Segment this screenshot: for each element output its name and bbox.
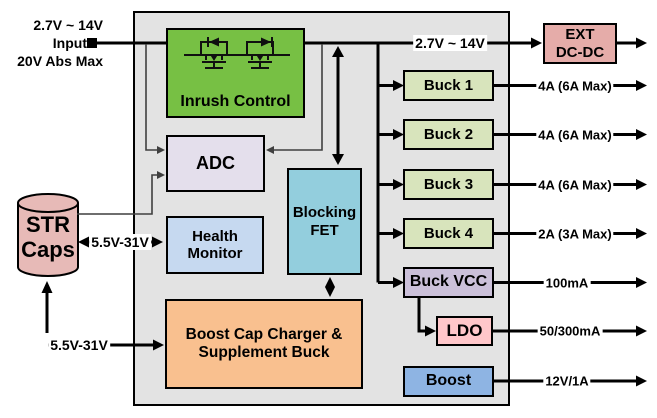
block-adc: ADC	[166, 135, 265, 192]
input-voltage-range: 2.7V ~ 14V	[33, 17, 103, 33]
block-buck-vcc-label: Buck VCC	[409, 273, 488, 291]
output-current-label-boost: 12V/1A	[543, 373, 591, 389]
output-current-label-buckvcc: 100mA	[543, 275, 591, 290]
wire-rail-to-adc-right	[272, 44, 323, 151]
block-inrush-control-label: Inrush Control	[180, 92, 291, 110]
output-current-label-buck1: 4A (6A Max)	[536, 78, 614, 93]
block-buck-3: Buck 3	[403, 169, 494, 200]
block-health-monitor-label: Health Monitor	[187, 227, 243, 262]
block-buck-1-label: Buck 1	[423, 76, 474, 94]
block-boost-label: Boost	[425, 372, 472, 390]
charger-input-voltage-label: 5.5V-31V	[48, 337, 110, 353]
output-current-label-buck2: 4A (6A Max)	[536, 127, 614, 142]
block-ext-dcdc: EXT DC-DC	[543, 23, 617, 64]
block-buck-4-label: Buck 4	[423, 224, 474, 242]
wire-vcc-to-ldo	[417, 298, 426, 333]
mosfet-back-to-back-icon	[184, 37, 290, 69]
block-boost-cap-charger: Boost Cap Charger & Supplement Buck	[165, 299, 363, 389]
wire-strcaps-to-adc	[77, 174, 158, 215]
input-abs-max: 20V Abs Max	[17, 53, 103, 69]
block-buck-4: Buck 4	[403, 218, 494, 249]
block-ldo-label: LDO	[446, 321, 483, 341]
block-buck-3-label: Buck 3	[423, 175, 474, 193]
input-source-label: 2.7V ~ 14V Input 20V Abs Max	[5, 16, 103, 70]
block-ext-dcdc-label: EXT DC-DC	[555, 25, 605, 61]
control-arrowheads	[157, 146, 274, 179]
str-caps-label: STR Caps	[21, 212, 75, 262]
output-current-label-buck3: 4A (6A Max)	[536, 177, 614, 192]
str-health-voltage-label: 5.5V-31V	[89, 234, 151, 250]
rail-voltage-label: 2.7V ~ 14V	[413, 35, 487, 51]
input-name: Input	[52, 35, 87, 51]
power-arrowheads	[41, 37, 647, 387]
block-buck-vcc: Buck VCC	[403, 267, 494, 298]
block-ldo: LDO	[436, 316, 493, 346]
block-buck-2: Buck 2	[403, 119, 494, 150]
output-current-label-ldo: 50/300mA	[537, 323, 603, 339]
output-current-label-buck4: 2A (3A Max)	[536, 226, 614, 241]
block-boost-cap-charger-label: Boost Cap Charger & Supplement Buck	[185, 326, 343, 361]
input-node-square	[87, 38, 97, 48]
str-caps-cylinder-icon	[17, 193, 79, 277]
block-buck-2-label: Buck 2	[423, 125, 474, 143]
control-wires	[77, 44, 323, 215]
block-boost: Boost	[403, 366, 494, 397]
block-health-monitor: Health Monitor	[166, 216, 264, 274]
block-adc-label: ADC	[196, 153, 235, 174]
block-inrush-control: Inrush Control	[166, 28, 305, 118]
block-blocking-fet: Blocking FET	[287, 168, 362, 275]
block-blocking-fet-label: Blocking FET	[292, 204, 357, 239]
block-buck-1: Buck 1	[403, 70, 494, 101]
wire-rail-to-adc-left	[145, 44, 158, 151]
